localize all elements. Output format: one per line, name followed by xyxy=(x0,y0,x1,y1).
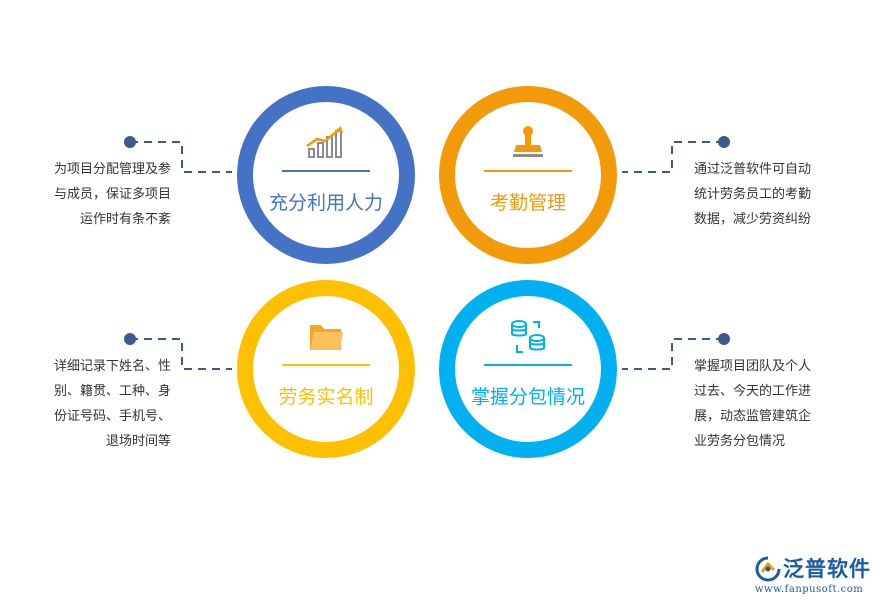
description-line: 统计劳务员工的考勤 xyxy=(694,187,812,202)
logo-name: 泛普软件 xyxy=(783,557,871,581)
description-subcontract: 掌握项目团队及个人 过去、今天的工作进 展，动态监管建筑企 业劳务分包情况 xyxy=(694,354,811,454)
brand-logo: 泛普软件 www.fanpusoft.com xyxy=(752,553,877,599)
description-attendance: 通过泛普软件可自动 统计劳务员工的考勤 数据，减少劳资纠纷 xyxy=(694,157,811,232)
description-manpower: 为项目分配管理及参 与成员，保证多项目 运作时有条不紊 xyxy=(54,157,171,232)
node-divider xyxy=(484,170,572,172)
description-line: 与成员，保证多项目 xyxy=(53,187,171,202)
node-divider xyxy=(484,364,572,366)
description-line: 数据，减少劳资纠纷 xyxy=(694,212,812,227)
logo-icon xyxy=(755,556,781,582)
node-divider xyxy=(282,364,370,366)
description-line: 别、籍贯、工种、身 xyxy=(53,384,171,399)
connector-dot-bottom-left xyxy=(124,333,136,345)
description-line: 展，动态监管建筑企 xyxy=(694,409,812,424)
logo-url: www.fanpusoft.com xyxy=(755,584,864,595)
bar-chart-growth-icon xyxy=(306,126,343,158)
node-title: 考勤管理 xyxy=(489,192,566,214)
node-manpower: 充分利用人力 xyxy=(237,86,415,264)
node-title: 劳务实名制 xyxy=(278,386,374,408)
node-subcontract: 掌握分包情况 xyxy=(439,280,617,458)
stamp-icon xyxy=(513,126,543,157)
description-line: 掌握项目团队及个人 xyxy=(694,359,812,374)
node-title: 掌握分包情况 xyxy=(470,386,585,408)
description-line: 运作时有条不紊 xyxy=(79,212,171,227)
node-real-name: 劳务实名制 xyxy=(237,280,415,458)
database-sync-icon xyxy=(511,320,545,353)
description-line: 业劳务分包情况 xyxy=(694,434,786,449)
node-title: 充分利用人力 xyxy=(268,192,383,214)
connector-dot-bottom-right xyxy=(718,333,730,345)
description-real-name: 详细记录下姓名、性 别、籍贯、工种、身 份证号码、手机号、 退场时间等 xyxy=(54,354,171,454)
description-line: 退场时间等 xyxy=(105,434,171,449)
description-line: 为项目分配管理及参 xyxy=(53,162,171,177)
connector-dot-top-right xyxy=(718,136,730,148)
description-line: 详细记录下姓名、性 xyxy=(53,359,171,374)
description-line: 通过泛普软件可自动 xyxy=(694,162,812,177)
connector-dot-top-left xyxy=(124,136,136,148)
node-attendance: 考勤管理 xyxy=(439,86,617,264)
folder-icon xyxy=(310,325,343,350)
description-line: 过去、今天的工作进 xyxy=(694,384,812,399)
node-divider xyxy=(282,170,370,172)
description-line: 份证号码、手机号、 xyxy=(53,409,171,424)
